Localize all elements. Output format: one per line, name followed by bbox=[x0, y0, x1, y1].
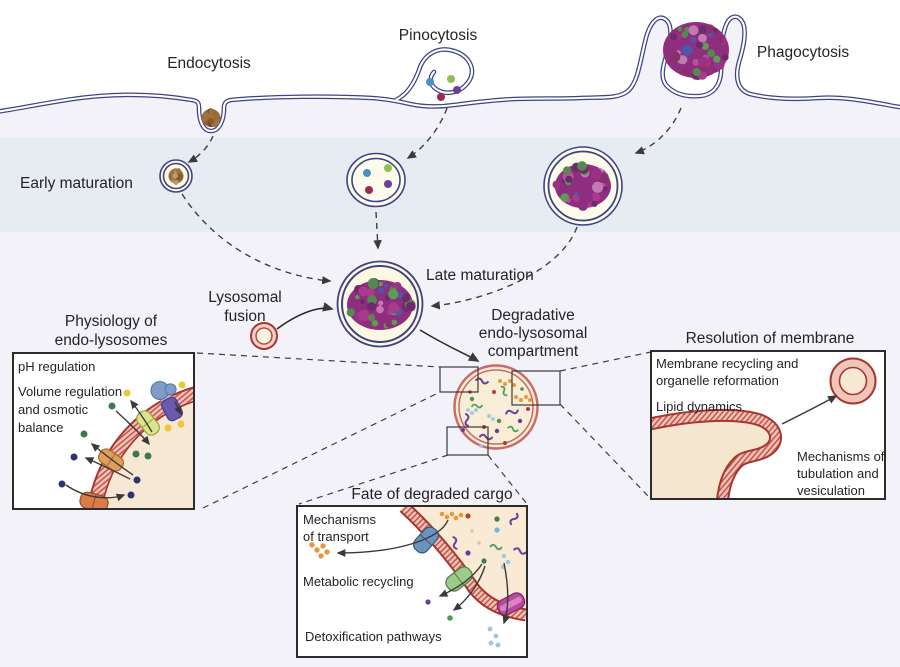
lysosomal-fusion-label: Lysosomal fusion bbox=[208, 289, 282, 325]
metabolic-recycling-label: Metabolic recycling bbox=[303, 574, 414, 589]
resolution-box-title: Resolution of membrane bbox=[685, 330, 855, 347]
endocytosis-cargo bbox=[201, 108, 221, 128]
pinocytosis-cargo-dots bbox=[426, 75, 461, 101]
lipid-dynamics-label: Lipid dynamics bbox=[656, 399, 742, 414]
proton-pump-icon bbox=[150, 381, 184, 422]
fate-box-title: Fate of degraded cargo bbox=[351, 486, 513, 503]
phagocytosis-label: Phagocytosis bbox=[756, 44, 850, 61]
phagocytosis-cargo bbox=[663, 22, 729, 80]
transport-arrows bbox=[65, 399, 182, 502]
zoom-rect-right bbox=[511, 370, 561, 406]
physiology-box bbox=[12, 352, 195, 510]
zoom-rect-left bbox=[439, 366, 479, 393]
degradative-compartment bbox=[453, 364, 539, 450]
zoom-connector-lines bbox=[196, 351, 652, 509]
phagosome bbox=[543, 146, 623, 226]
degraded-molecules bbox=[309, 511, 511, 648]
flow-arrows bbox=[276, 302, 480, 362]
transporter-blue-icon bbox=[412, 526, 440, 554]
plasma-membrane bbox=[0, 14, 900, 134]
volume-regulation-label: Volume regulation and osmotic balance bbox=[18, 384, 123, 435]
early-endosome-small bbox=[159, 159, 193, 193]
molecule-squiggles bbox=[452, 512, 526, 555]
detoxification-label: Detoxification pathways bbox=[305, 629, 442, 644]
solute-dots bbox=[58, 381, 186, 499]
late-endolysosome bbox=[336, 260, 424, 348]
vesiculation-arrow bbox=[781, 395, 838, 425]
fate-box bbox=[296, 505, 528, 658]
degradative-compartment-label: Degradative endo-lysosomal compartment bbox=[478, 307, 588, 360]
early-maturation-band bbox=[0, 138, 900, 232]
to-compartment-arrow bbox=[419, 329, 480, 362]
mechanisms-transport-label: Mechanisms of transport bbox=[303, 512, 376, 544]
ph-regulation-label: pH regulation bbox=[18, 359, 96, 374]
transporter-magenta-icon bbox=[496, 592, 526, 616]
zoom-rects bbox=[439, 366, 561, 456]
recycled-vesicle bbox=[829, 357, 877, 405]
late-maturation-label: Late maturation bbox=[426, 267, 534, 284]
tubulation-label: Mechanisms of tubulation and vesiculatio… bbox=[797, 449, 885, 498]
membrane-tubule bbox=[652, 408, 782, 498]
zoom-rect-bottom bbox=[446, 426, 489, 456]
export-arrows bbox=[336, 519, 511, 625]
membrane-recycling-label: Membrane recycling and organelle reforma… bbox=[656, 356, 799, 388]
fusion-arrow bbox=[276, 302, 334, 330]
resolution-box bbox=[650, 350, 886, 500]
early-maturation-label: Early maturation bbox=[20, 175, 133, 192]
physiology-box-title: Physiology of endo-lysosomes bbox=[54, 313, 168, 349]
pinocytosis-label: Pinocytosis bbox=[398, 27, 478, 44]
early-pinosome bbox=[346, 152, 406, 208]
lysosome-vesicle bbox=[250, 322, 278, 350]
maturation-arrows bbox=[181, 107, 682, 310]
transporter-green-icon bbox=[445, 566, 473, 592]
endocytosis-label: Endocytosis bbox=[167, 55, 251, 72]
